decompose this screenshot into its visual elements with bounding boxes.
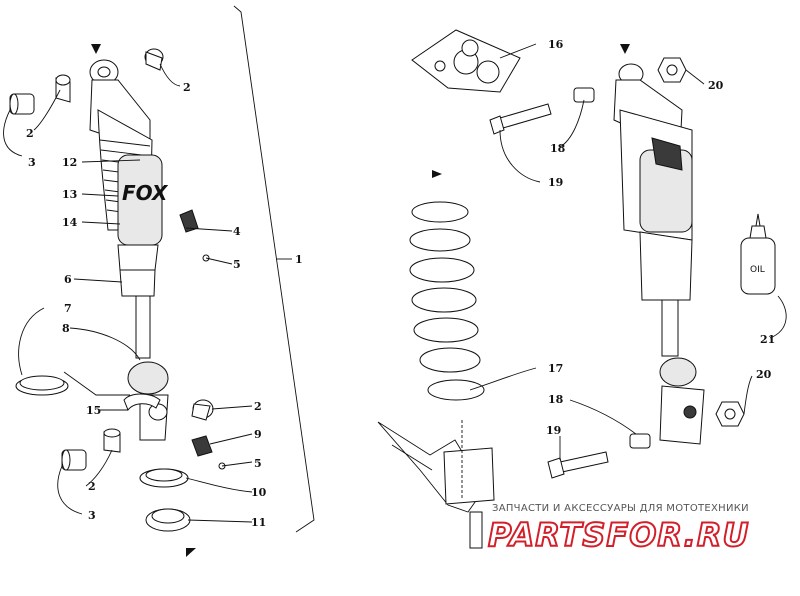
callout-numbers: 1 2 2 2 2 3 3 4 5 5 6 7 8 9 10 11 12 13 … <box>26 38 775 529</box>
spacer-18-top <box>573 87 595 103</box>
shock-absorber-left: FOX <box>89 59 210 441</box>
adjuster-9 <box>191 435 213 457</box>
assembly-bracket-1 <box>233 5 315 533</box>
callout-20: 20 <box>756 368 772 381</box>
coil-spring-17 <box>409 201 485 401</box>
callout-18: 18 <box>550 142 566 155</box>
callout-19: 19 <box>546 424 561 437</box>
callout-19: 19 <box>548 176 563 189</box>
callout-12: 12 <box>62 156 77 169</box>
mount-plate-16 <box>411 29 521 93</box>
callout-1: 1 <box>295 253 303 266</box>
bushing-left-top <box>9 48 164 115</box>
callout-18: 18 <box>548 393 564 406</box>
callout-3: 3 <box>88 509 96 522</box>
leader-lines-right <box>469 43 787 460</box>
oil-bottle-label: OIL <box>750 265 765 275</box>
nut-20-bottom <box>715 401 745 427</box>
bushing-left-bottom <box>61 399 214 471</box>
callout-6: 6 <box>64 273 72 286</box>
orientation-arrow-top-left <box>91 44 101 54</box>
watermark-tagline: ЗАПЧАСТИ И АКСЕССУАРЫ ДЛЯ МОТОТЕХНИКИ <box>492 503 749 514</box>
shock-absorber-right <box>613 63 705 445</box>
callout-5: 5 <box>233 258 241 271</box>
spacer-18-bottom <box>629 433 651 449</box>
shock-brand-logo: FOX <box>122 181 169 205</box>
callout-5: 5 <box>254 457 262 470</box>
bolt-19-bottom <box>547 451 609 479</box>
callout-17: 17 <box>548 362 563 375</box>
retaining-clip-15 <box>123 393 161 412</box>
callout-16: 16 <box>548 38 564 51</box>
callout-7: 7 <box>64 302 72 315</box>
orientation-arrow-bottom-left <box>186 548 196 557</box>
leader-lines-left <box>3 63 253 523</box>
bolt-19-top <box>489 103 552 135</box>
spring-collar-10 <box>139 468 189 488</box>
watermark: ЗАПЧАСТИ И АКСЕССУАРЫ ДЛЯ МОТОТЕХНИКИ PA… <box>487 503 749 555</box>
callout-2: 2 <box>254 400 262 413</box>
callout-10: 10 <box>251 486 267 499</box>
callout-8: 8 <box>62 322 70 335</box>
lower-arm-bracket <box>377 420 495 549</box>
callout-21: 21 <box>760 333 775 346</box>
callout-11: 11 <box>251 516 266 529</box>
circlip-7 <box>15 375 69 396</box>
watermark-brand: PARTSFOR.RU <box>488 516 749 554</box>
callout-2: 2 <box>183 81 191 94</box>
nut-20-top <box>657 57 687 83</box>
orientation-arrow-spring <box>432 170 442 178</box>
callout-14: 14 <box>62 216 78 229</box>
spring-collar-11 <box>145 508 191 532</box>
callout-3: 3 <box>28 156 36 169</box>
callout-20: 20 <box>708 79 724 92</box>
oil-bottle-21: OIL <box>740 213 776 295</box>
callout-13: 13 <box>62 188 77 201</box>
callout-2: 2 <box>26 127 34 140</box>
callout-4: 4 <box>233 225 241 238</box>
callout-9: 9 <box>254 428 262 441</box>
callout-2: 2 <box>88 480 96 493</box>
callout-15: 15 <box>86 404 101 417</box>
orientation-arrow-top-right <box>620 44 630 54</box>
